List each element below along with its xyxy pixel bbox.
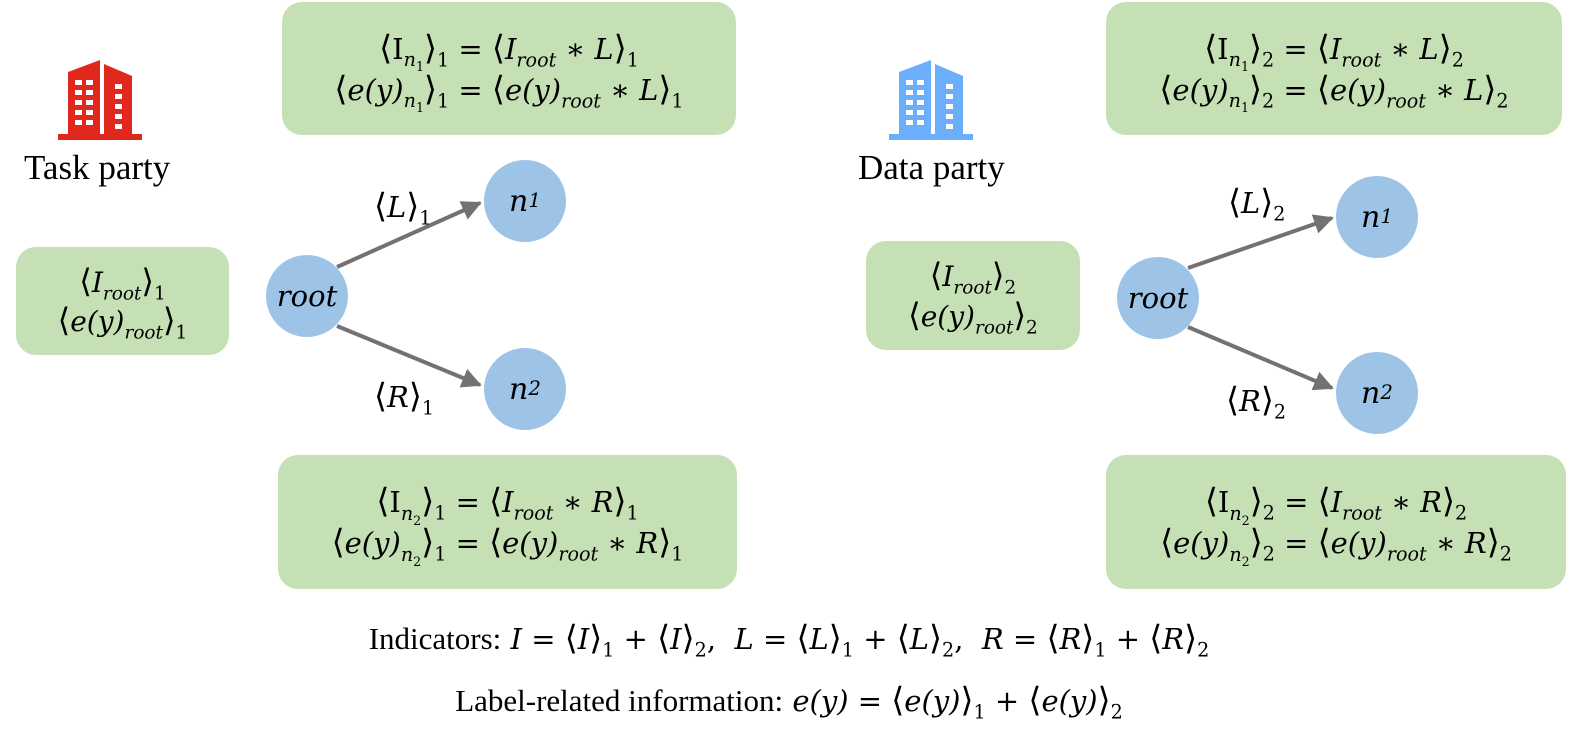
task-n1-label-eq: ⟨e(y)n1⟩1 = ⟨e(y)root ∗ L⟩1 xyxy=(334,68,684,116)
task-root-node: root xyxy=(266,255,348,337)
building-icon xyxy=(58,60,142,140)
task-building-shape xyxy=(58,60,142,140)
task-edge-label-R: ⟨R⟩1 xyxy=(374,376,435,420)
task-root-share-box: ⟨Iroot⟩1 ⟨e(y)root⟩1 xyxy=(16,247,229,355)
data-n2-share-box: ⟨In2⟩2 = ⟨Iroot ∗ R⟩2 ⟨e(y)n2⟩2 = ⟨e(y)r… xyxy=(1106,455,1566,589)
data-root-node: root xyxy=(1117,257,1199,339)
data-root-share-box: ⟨Iroot⟩2 ⟨e(y)root⟩2 xyxy=(866,241,1080,350)
task-root-indicator: ⟨Iroot⟩1 xyxy=(79,261,166,305)
data-party-label: Data party xyxy=(858,148,1005,187)
task-root-label-info: ⟨e(y)root⟩1 xyxy=(57,301,188,344)
indicators-legend: Indicators: I = ⟨I⟩1 + ⟨I⟩2, L = ⟨L⟩1 + … xyxy=(368,618,1210,662)
data-n1-share-box: ⟨In1⟩2 = ⟨Iroot ∗ L⟩2 ⟨e(y)n1⟩2 = ⟨e(y)r… xyxy=(1106,2,1562,135)
data-root-label-info: ⟨e(y)root⟩2 xyxy=(908,295,1038,338)
data-edge-label-L: ⟨L⟩2 xyxy=(1228,182,1286,226)
label-info-legend: Label-related information: e(y) = ⟨e(y)⟩… xyxy=(455,680,1123,724)
data-edge-label-R: ⟨R⟩2 xyxy=(1226,380,1287,424)
label-info-label: Label-related information: xyxy=(455,683,784,718)
data-n1-indicator-eq: ⟨In1⟩2 = ⟨Iroot ∗ L⟩2 xyxy=(1204,27,1464,75)
indicators-label: Indicators: xyxy=(368,621,502,656)
task-party-label: Task party xyxy=(24,148,171,187)
task-n2-indicator-eq: ⟨In2⟩1 = ⟨Iroot ∗ R⟩1 xyxy=(376,481,639,529)
edge-data-root-n2 xyxy=(1187,325,1334,391)
task-n1-share-box: ⟨In1⟩1 = ⟨Iroot ∗ L⟩1 ⟨e(y)n1⟩1 = ⟨e(y)r… xyxy=(282,2,736,135)
task-n1-indicator-eq: ⟨In1⟩1 = ⟨Iroot ∗ L⟩1 xyxy=(379,27,639,75)
edge-data-root-n1 xyxy=(1187,214,1334,270)
task-n2-label-eq: ⟨e(y)n2⟩1 = ⟨e(y)root ∗ R⟩1 xyxy=(331,522,684,569)
data-root-indicator: ⟨Iroot⟩2 xyxy=(929,256,1017,299)
task-edge-label-L: ⟨L⟩1 xyxy=(374,186,432,230)
data-building-shape xyxy=(889,60,973,140)
task-n2-share-box: ⟨In2⟩1 = ⟨Iroot ∗ R⟩1 ⟨e(y)n2⟩1 = ⟨e(y)r… xyxy=(278,455,737,589)
data-n2-indicator-eq: ⟨In2⟩2 = ⟨Iroot ∗ R⟩2 xyxy=(1204,481,1468,529)
building-icon xyxy=(889,60,973,140)
data-n2-label-eq: ⟨e(y)n2⟩2 = ⟨e(y)root ∗ R⟩2 xyxy=(1160,522,1512,569)
data-n1-label-eq: ⟨e(y)n1⟩2 = ⟨e(y)root ∗ L⟩2 xyxy=(1159,68,1509,116)
